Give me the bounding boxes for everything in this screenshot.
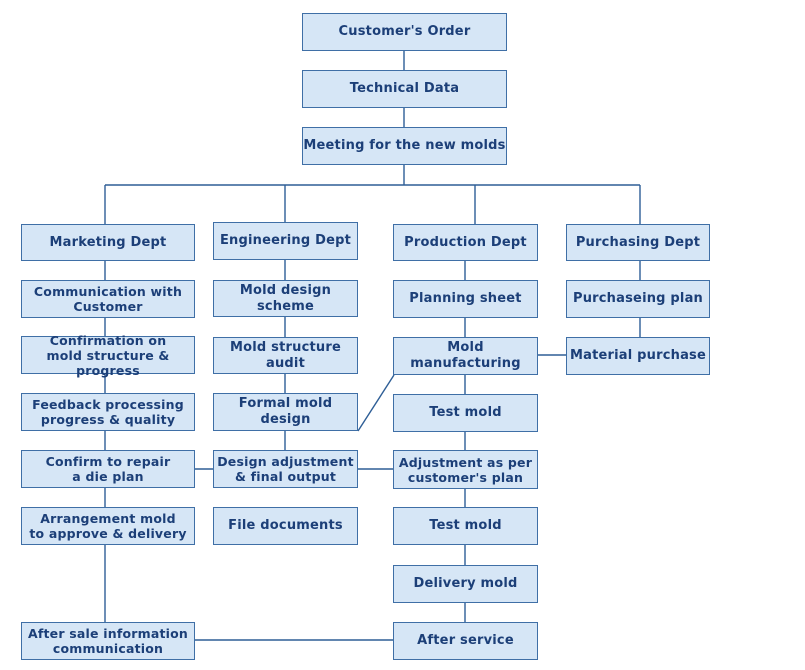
connector xyxy=(357,374,395,432)
technical-data-box: Technical Data xyxy=(302,70,507,108)
arrangement-mold-box: Arrangement mold to approve & delivery xyxy=(21,507,195,545)
test-mold-box-2: Test mold xyxy=(393,507,538,545)
mold-design-scheme-box: Mold design scheme xyxy=(213,280,358,317)
meeting-new-molds-box: Meeting for the new molds xyxy=(302,127,507,165)
confirm-repair-plan-box: Confirm to repair a die plan xyxy=(21,450,195,488)
after-sale-information-box: After sale information communication xyxy=(21,622,195,660)
formal-mold-design-box: Formal mold design xyxy=(213,393,358,431)
delivery-mold-box: Delivery mold xyxy=(393,565,538,603)
test-mold-box-1: Test mold xyxy=(393,394,538,432)
mold-structure-audit-box: Mold structure audit xyxy=(213,337,358,374)
material-purchase-box: Material purchase xyxy=(566,337,710,375)
communication-with-customer-box: Communication with Customer xyxy=(21,280,195,318)
after-service-box: After service xyxy=(393,622,538,660)
confirmation-structure-progress-box: Confirmation on mold structure & progres… xyxy=(21,333,195,378)
feedback-processing-box: Feedback processing progress & quality xyxy=(21,393,195,431)
production-dept-box: Production Dept xyxy=(393,224,538,261)
customer-order-box: Customer's Order xyxy=(302,13,507,51)
marketing-dept-box: Marketing Dept xyxy=(21,224,195,261)
file-documents-box: File documents xyxy=(213,507,358,545)
mold-manufacturing-box: Mold manufacturing xyxy=(393,337,538,375)
adjustment-customer-plan-box: Adjustment as per customer's plan xyxy=(393,450,538,489)
engineering-dept-box: Engineering Dept xyxy=(213,222,358,260)
design-adjustment-box: Design adjustment & final output xyxy=(213,450,358,488)
purchasing-dept-box: Purchasing Dept xyxy=(566,224,710,261)
purchasing-plan-box: Purchaseing plan xyxy=(566,280,710,318)
planning-sheet-box: Planning sheet xyxy=(393,280,538,318)
